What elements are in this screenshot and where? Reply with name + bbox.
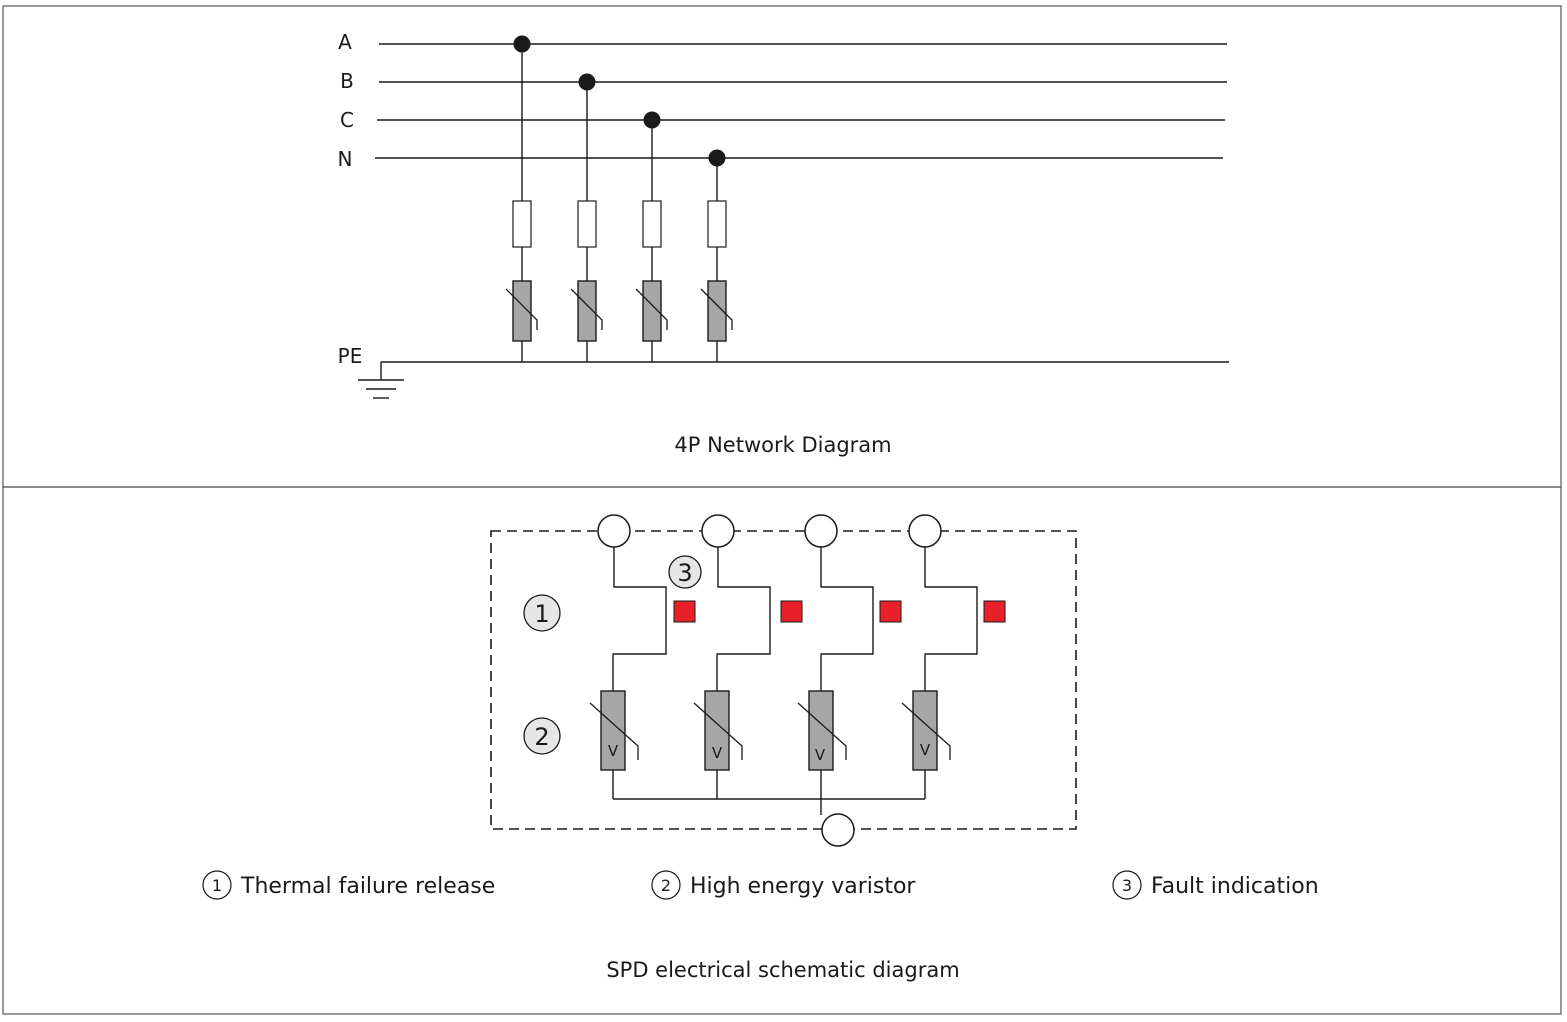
spd-module-2: V (693, 514, 803, 799)
fuse-icon (512, 200, 532, 248)
varistor-icon: V (901, 690, 951, 771)
ground-icon (358, 362, 404, 399)
svg-text:3: 3 (677, 559, 692, 587)
schematic-panel-border (2, 486, 1562, 1015)
fuse-icon (642, 200, 662, 248)
marker-fault-indication: 3 (668, 555, 702, 589)
legend-item-fault-indication: 3 Fault indication (1112, 870, 1319, 900)
varistor-v-label: V (608, 742, 619, 760)
network-branch-a (505, 35, 538, 362)
marker-thermal-release: 1 (523, 594, 561, 632)
bus-label-n: N (338, 147, 353, 171)
varistor-icon: V (589, 690, 639, 771)
svg-text:Thermal failure release: Thermal failure release (240, 874, 495, 899)
network-branch-c (635, 111, 668, 362)
varistor-icon (700, 280, 733, 342)
svg-text:2: 2 (534, 723, 549, 751)
network-panel-border (2, 5, 1562, 488)
input-terminal (908, 514, 942, 548)
junction-dot-b (578, 73, 596, 91)
fault-indicator (780, 600, 803, 623)
varistor-icon (505, 280, 538, 342)
svg-text:1: 1 (534, 600, 549, 628)
bus-label-a: A (338, 30, 352, 54)
spd-module-1: V (589, 514, 696, 799)
input-terminal (701, 514, 735, 548)
network-branch-b (570, 73, 603, 362)
junction-dot-c (643, 111, 661, 129)
svg-text:2: 2 (661, 876, 671, 895)
schematic-diagram: V V V (202, 514, 1319, 982)
fuse-icon (707, 200, 727, 248)
network-diagram: A B C N PE (338, 30, 1229, 457)
network-branch-n (700, 149, 733, 362)
schematic-diagram-caption: SPD electrical schematic diagram (606, 958, 959, 982)
fault-indicator (879, 600, 902, 623)
network-diagram-caption: 4P Network Diagram (674, 433, 891, 457)
spd-module-3: V (797, 514, 902, 799)
junction-dot-a (513, 35, 531, 53)
legend-item-varistor: 2 High energy varistor (651, 870, 916, 900)
varistor-v-label: V (815, 746, 826, 764)
varistor-v-label: V (920, 741, 931, 759)
input-terminal (597, 514, 631, 548)
junction-dot-n (708, 149, 726, 167)
svg-text:3: 3 (1122, 876, 1132, 895)
bus-label-b: B (340, 69, 354, 93)
varistor-icon (635, 280, 668, 342)
svg-text:High energy varistor: High energy varistor (690, 874, 916, 899)
varistor-icon (570, 280, 603, 342)
ground-label-pe: PE (338, 344, 363, 368)
spd-module-4: V (901, 514, 1006, 799)
varistor-icon: V (693, 690, 743, 771)
svg-text:1: 1 (212, 876, 222, 895)
svg-text:Fault indication: Fault indication (1151, 874, 1319, 899)
pe-terminal (821, 813, 855, 847)
fault-indicator (983, 600, 1006, 623)
varistor-icon: V (797, 690, 847, 771)
legend-item-thermal-release: 1 Thermal failure release (202, 870, 495, 900)
spd-enclosure (490, 530, 1077, 830)
marker-varistor: 2 (523, 717, 561, 755)
fault-indicator (673, 600, 696, 623)
bus-label-c: C (340, 108, 354, 132)
input-terminal (804, 514, 838, 548)
varistor-v-label: V (712, 744, 723, 762)
fuse-icon (577, 200, 597, 248)
